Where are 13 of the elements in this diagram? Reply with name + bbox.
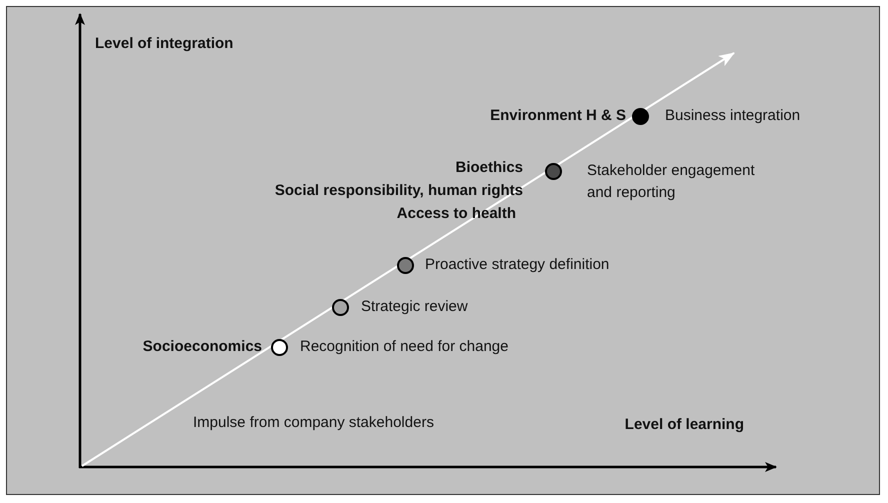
stage-label: Business integration [665, 106, 802, 126]
topic-label: Social responsibility, human rights [274, 181, 523, 201]
topic-label: Environment H & S [490, 106, 626, 126]
topic-label: Access to health [396, 204, 516, 224]
stage-label: Stakeholder engagement and reporting [587, 161, 756, 203]
note-text: Impulse from company stakeholders [193, 413, 434, 433]
stage-label: Strategic review [361, 297, 469, 317]
stage-label: Proactive strategy definition [425, 255, 610, 275]
stage-label: Recognition of need for change [300, 337, 510, 357]
topic-label: Socioeconomics [142, 337, 262, 357]
axis-title: Level of integration [95, 34, 234, 54]
topic-label: Bioethics [455, 158, 523, 178]
axis-title: Level of learning [624, 415, 744, 435]
